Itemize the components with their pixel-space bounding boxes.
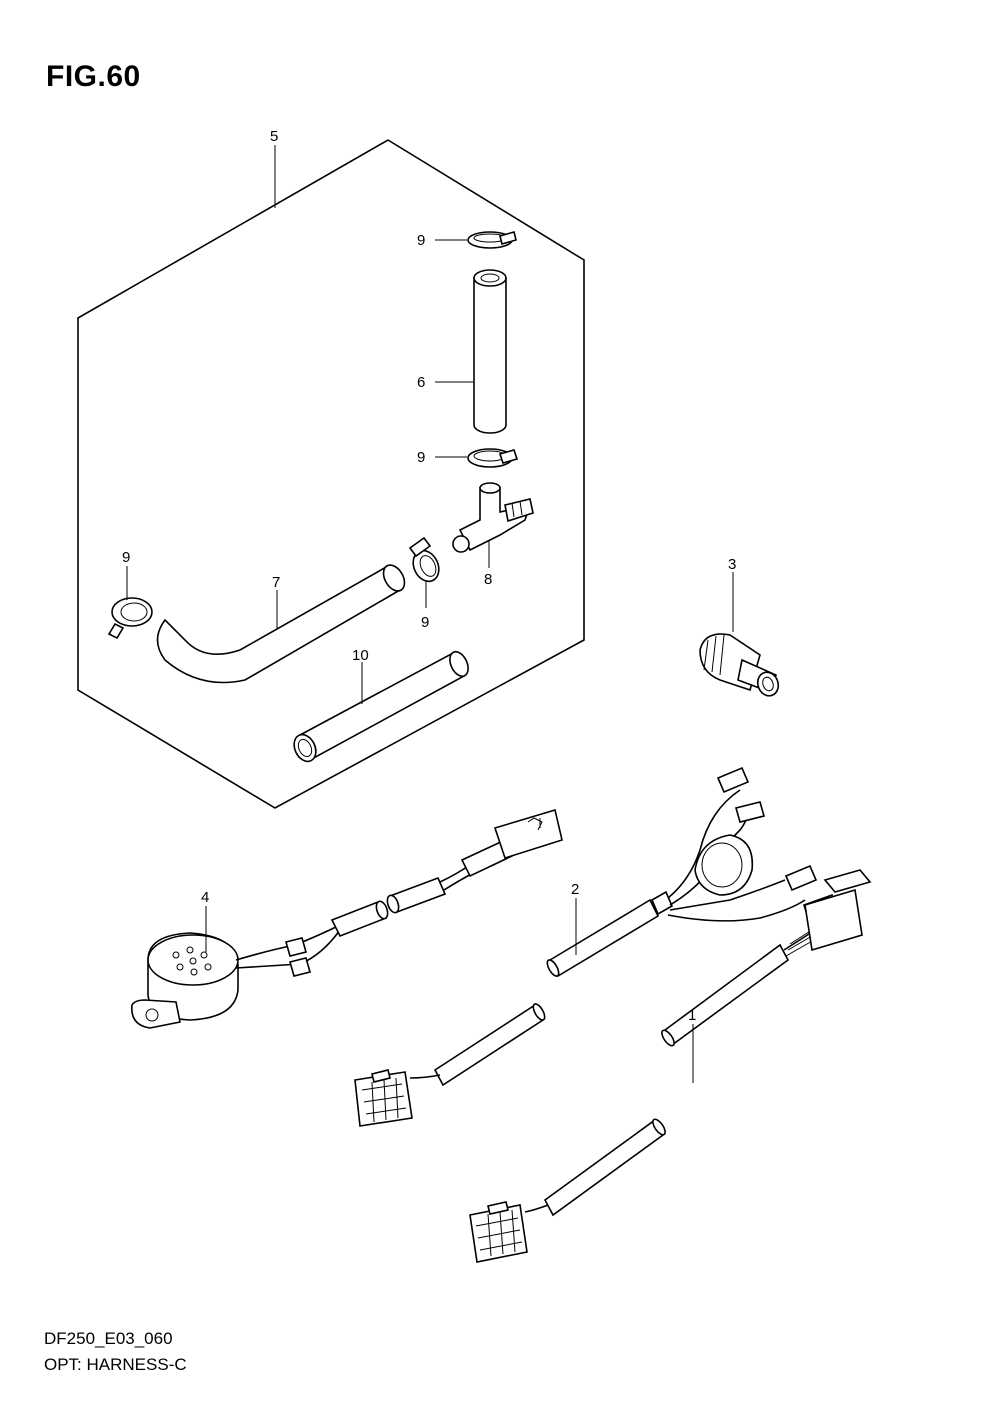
callout-9-top: 9 (417, 232, 425, 249)
callout-9-left: 9 (122, 549, 130, 566)
hose-clamp-top (467, 231, 517, 249)
callout-7: 7 (272, 574, 280, 591)
plug-fitting (699, 633, 780, 697)
sensor-harness (131, 808, 563, 1029)
footer: DF250_E03_060 OPT: HARNESS-C (44, 1326, 187, 1378)
callout-5: 5 (270, 128, 278, 145)
hose-straight (473, 269, 507, 434)
figure-title: FIG.60 (46, 60, 141, 93)
callout-1: 1 (688, 1007, 696, 1024)
callout-9-middle: 9 (417, 449, 425, 466)
callout-3: 3 (728, 556, 736, 573)
callout-4: 4 (201, 889, 209, 906)
callout-8: 8 (484, 571, 492, 588)
callout-2: 2 (571, 881, 579, 898)
hose-bent (156, 564, 406, 684)
hose-clamp-right (408, 536, 440, 583)
model-code: DF250_E03_060 (44, 1329, 173, 1348)
t-joint (452, 482, 534, 553)
callout-leaders (126, 145, 734, 1083)
callout-6: 6 (417, 374, 425, 391)
hose-long (293, 650, 469, 763)
hose-clamp-left (107, 597, 153, 640)
harness-main (354, 766, 839, 1127)
callout-9-right: 9 (421, 614, 429, 631)
harness-extension (469, 869, 872, 1263)
hose-clamp-middle (467, 448, 519, 468)
section-name: OPT: HARNESS-C (44, 1355, 187, 1374)
callout-labels: 5 9 6 9 9 7 9 8 10 3 4 2 1 (122, 128, 736, 1024)
callout-10: 10 (352, 647, 369, 664)
kit-outline (77, 139, 585, 809)
